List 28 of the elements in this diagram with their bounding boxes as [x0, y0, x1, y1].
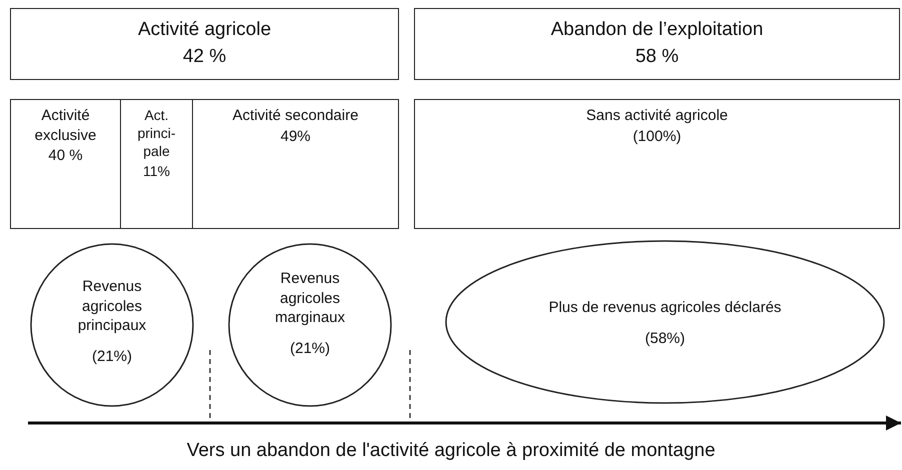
category-label: Revenus agricoles marginaux	[274, 269, 346, 328]
percentage-label: (100%)	[632, 126, 682, 146]
category-label: Act. princi-pale	[136, 106, 177, 161]
percentage-label: 58 %	[634, 44, 680, 69]
axis-caption: Vers un abandon de l'activité agricole à proximité de montagne	[186, 440, 716, 462]
category-label: Abandon de l’exploitation	[550, 18, 764, 42]
category-box	[120, 99, 193, 229]
category-box	[10, 99, 121, 229]
percentage-label: 40 %	[47, 146, 84, 166]
category-box	[10, 8, 399, 80]
percentage-label: (58%)	[644, 328, 686, 348]
category-label: Plus de revenus agricoles déclarés	[548, 298, 782, 318]
percentage-label: 11%	[142, 162, 171, 181]
category-label: Activité exclusive	[34, 106, 98, 145]
percentage-label: (21%)	[90, 346, 133, 366]
category-circle	[228, 243, 392, 407]
category-box	[414, 99, 900, 229]
category-label: Sans activité agricole	[585, 106, 729, 126]
category-circle	[30, 243, 194, 407]
category-ellipse	[445, 240, 885, 404]
category-label: Revenus agricoles principaux	[76, 277, 148, 336]
category-label: Activité secondaire	[232, 106, 360, 126]
category-label: Activité agricole	[136, 18, 272, 42]
category-box	[414, 8, 900, 80]
percentage-label: 49%	[279, 126, 312, 146]
percentage-label: (21%)	[288, 338, 331, 358]
percentage-label: 42 %	[182, 44, 228, 69]
category-box	[192, 99, 399, 229]
